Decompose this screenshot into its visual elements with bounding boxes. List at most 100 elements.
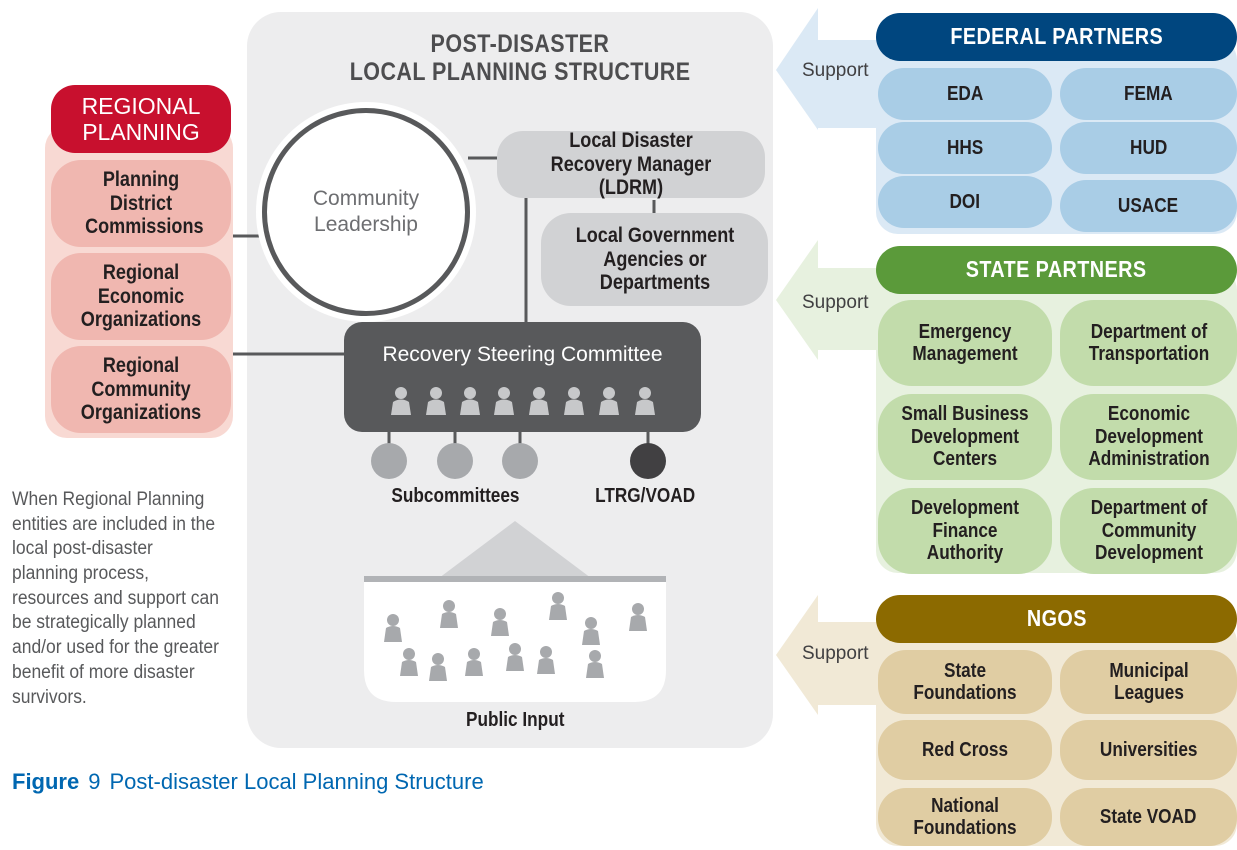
state-item: Small Business Development Centers — [878, 394, 1052, 480]
state-item-label: Small Business Development Centers — [901, 403, 1029, 471]
person-icon — [582, 617, 600, 645]
federal-item: FEMA — [1060, 68, 1237, 120]
regional-item-label: Planning District Commissions — [85, 168, 204, 239]
state-item: Emergency Management — [878, 300, 1052, 386]
ngo-item-label: Universities — [1099, 738, 1198, 761]
ngos-support-arrow — [776, 595, 883, 715]
ngo-item: National Foundations — [878, 788, 1052, 846]
person-icon — [506, 643, 524, 671]
note-paragraph: When Regional Planning entities are incl… — [12, 489, 219, 708]
person-icon — [465, 648, 483, 676]
steering-committee-box: Recovery Steering Committee — [344, 322, 701, 432]
figure-caption: Figure 9 Post-disaster Local Planning St… — [12, 766, 484, 798]
federal-item-label: USACE — [1118, 194, 1179, 217]
ngos-support-label: Support — [802, 643, 869, 664]
ltrg-voad-circle — [630, 443, 666, 479]
ldrm-box: Local Disaster Recovery Manager (LDRM) — [497, 129, 765, 200]
ngo-item-label: Municipal Leagues — [1108, 659, 1189, 704]
state-item-label: Department of Community Development — [1090, 497, 1207, 565]
state-partners-header: STATE PARTNERS — [876, 246, 1237, 294]
person-icon — [537, 646, 555, 674]
regional-item-label: Regional Economic Organizations — [80, 261, 202, 332]
public-input-text: Public Input — [465, 708, 565, 731]
federal-item-label: EDA — [946, 82, 984, 105]
ngo-item-label: National Foundations — [913, 794, 1017, 839]
person-icon — [440, 600, 458, 628]
ngo-item: Universities — [1060, 720, 1237, 780]
person-icon — [384, 614, 402, 642]
subcommittee-circle — [437, 443, 473, 479]
federal-item-label: FEMA — [1124, 82, 1173, 105]
public-input-label: Public Input — [400, 706, 630, 734]
ldrm-label: Local Disaster Recovery Manager (LDRM) — [550, 129, 712, 200]
ngo-item-label: State VOAD — [1100, 805, 1197, 828]
ngo-item-label: State Foundations — [913, 659, 1017, 704]
subcommittee-circle — [502, 443, 538, 479]
ltrg-voad-label: LTRG/VOAD — [575, 482, 715, 510]
state-item: Department of Community Development — [1060, 488, 1237, 574]
ngo-item: State VOAD — [1060, 788, 1237, 846]
person-icon — [635, 387, 655, 415]
person-icon — [429, 653, 447, 681]
community-leadership-label: Community Leadership — [312, 186, 420, 236]
regional-planning-title: REGIONAL PLANNING — [81, 92, 201, 145]
person-icon — [494, 387, 514, 415]
subcommittees-label: Subcommittees — [370, 482, 540, 510]
state-item: Department of Transportation — [1060, 300, 1237, 386]
federal-item: HUD — [1060, 122, 1237, 174]
panel-title: POST-DISASTER LOCAL PLANNING STRUCTURE — [300, 28, 740, 88]
federal-partners-header: FEDERAL PARTNERS — [876, 13, 1237, 61]
federal-partners-title: FEDERAL PARTNERS — [950, 23, 1163, 50]
state-item: Economic Development Administration — [1060, 394, 1237, 480]
ngos-header: NGOS — [876, 595, 1237, 643]
regional-item: Planning District Commissions — [51, 160, 231, 247]
person-icon — [529, 387, 549, 415]
local-government-label: Local Government Agencies or Departments — [575, 224, 734, 295]
state-item-label: Department of Transportation — [1088, 320, 1209, 365]
federal-support-arrow — [776, 8, 883, 130]
federal-item-label: DOI — [949, 190, 981, 213]
steering-committee-label: Recovery Steering Committee — [382, 343, 663, 366]
committee-members — [391, 387, 655, 415]
caption-text: Post-disaster Local Planning Structure — [109, 769, 484, 794]
subcommittee-circle — [371, 443, 407, 479]
person-icon — [391, 387, 411, 415]
ngo-item: Municipal Leagues — [1060, 650, 1237, 714]
public-input-graphic — [364, 521, 666, 702]
state-item-label: Development Finance Authority — [910, 497, 1020, 565]
panel-title-line2: LOCAL PLANNING STRUCTURE — [349, 58, 691, 86]
state-support-label: Support — [802, 292, 869, 313]
person-icon — [549, 592, 567, 620]
person-icon — [586, 650, 604, 678]
regional-planning-header: REGIONAL PLANNING — [51, 85, 231, 153]
person-icon — [491, 608, 509, 636]
ngos-title: NGOS — [1026, 605, 1087, 632]
local-government-box: Local Government Agencies or Departments — [541, 213, 768, 306]
person-icon — [426, 387, 446, 415]
federal-item-label: HHS — [946, 136, 984, 159]
state-partners-title: STATE PARTNERS — [966, 256, 1147, 283]
state-item: Development Finance Authority — [878, 488, 1052, 574]
note-text: When Regional Planning entities are incl… — [12, 488, 242, 710]
federal-item-label: HUD — [1129, 136, 1168, 159]
ltrg-voad-text: LTRG/VOAD — [594, 484, 695, 507]
subcommittees-text: Subcommittees — [390, 484, 520, 507]
person-icon — [629, 603, 647, 631]
regional-item: Regional Economic Organizations — [51, 253, 231, 340]
person-icon — [400, 648, 418, 676]
person-icon — [564, 387, 584, 415]
caption-number: 9 — [88, 769, 101, 794]
state-item-label: Emergency Management — [912, 320, 1018, 365]
community-leadership-circle: Community Leadership — [262, 108, 470, 316]
federal-item: EDA — [878, 68, 1052, 120]
regional-item-label: Regional Community Organizations — [80, 354, 202, 425]
panel-title-line1: POST-DISASTER — [430, 30, 610, 58]
state-support-arrow — [776, 240, 883, 360]
caption-label: Figure — [12, 769, 80, 794]
state-item-label: Economic Development Administration — [1087, 403, 1210, 471]
federal-item: DOI — [878, 176, 1052, 228]
ngo-item-label: Red Cross — [921, 738, 1009, 761]
person-icon — [599, 387, 619, 415]
